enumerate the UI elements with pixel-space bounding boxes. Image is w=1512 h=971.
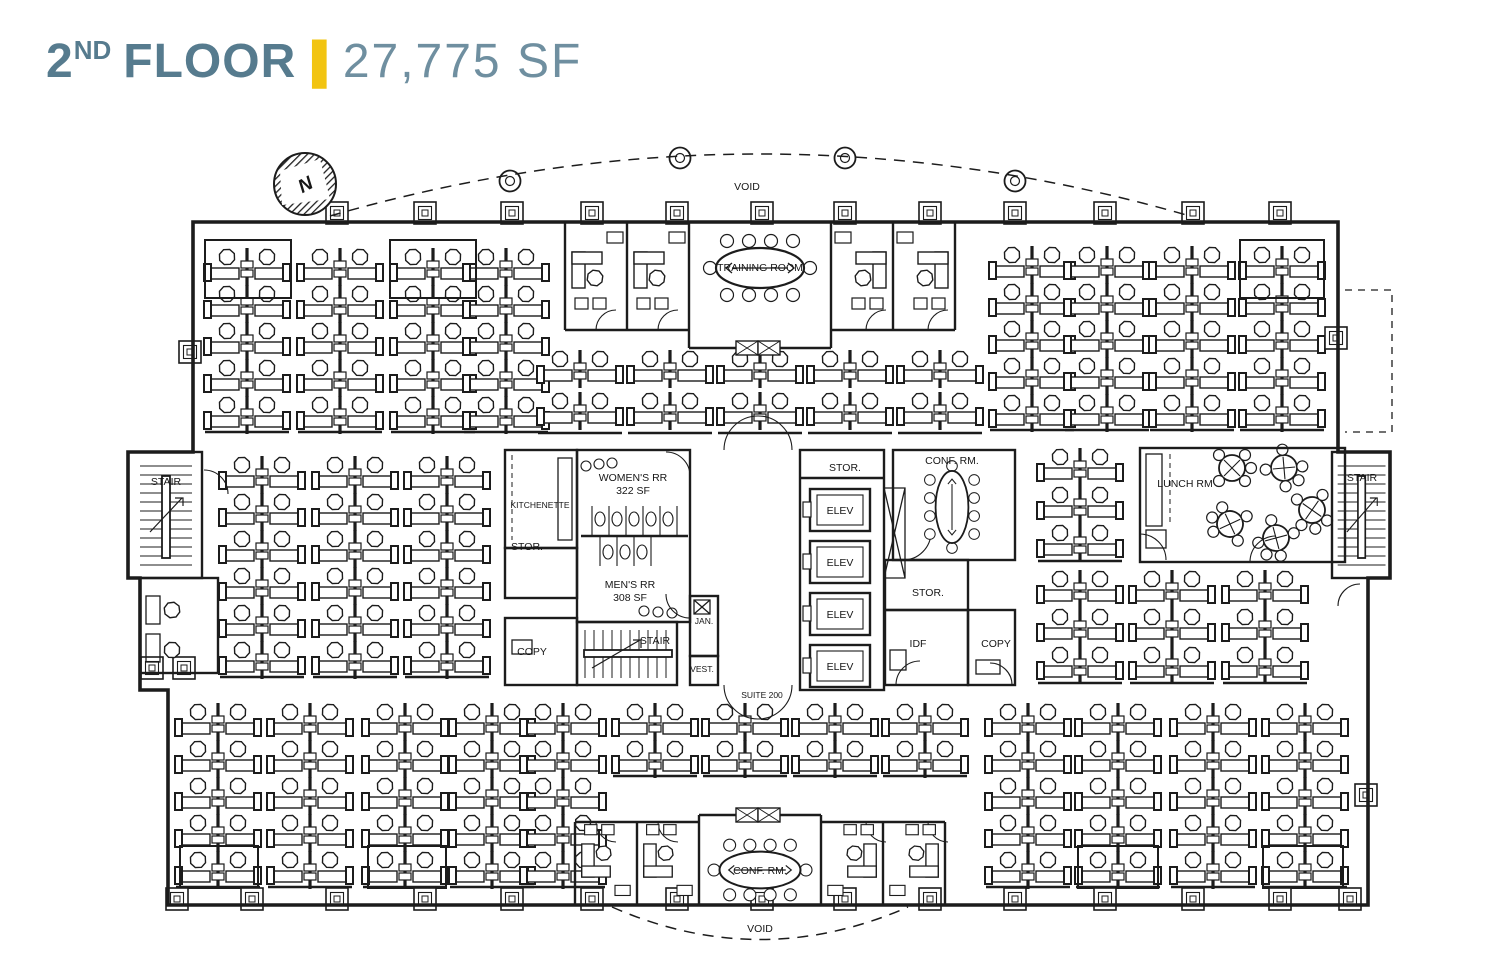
- room-label-suite: SUITE 200: [741, 690, 783, 700]
- room-label-void-bottom: VOID: [747, 923, 773, 935]
- room-label-womens-rr: WOMEN'S RR: [599, 472, 668, 484]
- south-office-walls: [573, 813, 947, 905]
- shaft-x-brace: [883, 487, 906, 579]
- core-conf-table: [923, 459, 981, 555]
- room-label-copy-core: COPY: [981, 638, 1011, 650]
- room-label-janitor: JAN.: [695, 616, 713, 626]
- room-label-training-room: TRAINING ROOM: [717, 262, 803, 274]
- room-label-mens-rr: MEN'S RR: [605, 579, 656, 591]
- west-office-room: [138, 576, 220, 675]
- copy-core-room: [966, 608, 1017, 687]
- room-label-copy-left: COPY: [517, 646, 547, 658]
- mop-sink: [693, 599, 711, 615]
- room-label-storage-core: STOR.: [912, 587, 944, 599]
- room-label-stair-core: STAIR: [640, 635, 671, 647]
- room-label-idf: IDF: [910, 638, 927, 650]
- north-arrow-icon: N: [273, 152, 337, 216]
- room-label-elev-2: ELEV: [827, 557, 854, 569]
- vestibule-room: [688, 654, 720, 687]
- room-label-elev-3: ELEV: [827, 609, 854, 621]
- kitchenette-room: [503, 448, 579, 550]
- room-label-mens-rr-area: 308 SF: [613, 592, 647, 604]
- title-divider: |: [303, 31, 336, 89]
- core-stair-room: [575, 620, 679, 687]
- lunch-room: [1138, 446, 1347, 564]
- room-label-conf-core: CONF. RM.: [925, 455, 979, 467]
- room-label-storage-elev: STOR.: [829, 462, 861, 474]
- void-arc-top: [329, 153, 1191, 217]
- building-walls: [126, 153, 1393, 941]
- room-label-elev-4: ELEV: [827, 661, 854, 673]
- exterior-dashed-feature: [1345, 289, 1393, 433]
- room-label-womens-rr-area: 322 SF: [616, 485, 650, 497]
- room-label-stair-right: STAIR: [1347, 472, 1378, 484]
- floor-area: 27,775 SF: [342, 35, 583, 88]
- stair-right-room: [1330, 450, 1392, 580]
- room-label-void-top: VOID: [734, 181, 760, 193]
- toilet-fixtures: [594, 511, 674, 560]
- idf-room: [883, 608, 970, 687]
- cubicle-field: [140, 146, 1378, 911]
- north-office-walls: [563, 222, 957, 350]
- room-label-conf-south: CONF. RM.: [733, 865, 787, 877]
- room-label-elev-1: ELEV: [827, 505, 854, 517]
- room-label-lunch-rm: LUNCH RM: [1157, 478, 1212, 490]
- storage-core-room: [883, 558, 970, 612]
- storage-left-room: [503, 546, 579, 600]
- sink-fixtures: [580, 457, 678, 619]
- void-arc-bottom: [611, 906, 909, 941]
- room-label-kitchenette: KITCHENETTE: [510, 500, 569, 510]
- room-labels: VOID TRAINING ROOM STAIR STAIR KITCHENET…: [151, 181, 1378, 935]
- room-label-storage-left: STOR.: [511, 541, 543, 553]
- room-label-vestibule: VEST.: [690, 664, 714, 674]
- room-label-stair-left: STAIR: [151, 476, 182, 488]
